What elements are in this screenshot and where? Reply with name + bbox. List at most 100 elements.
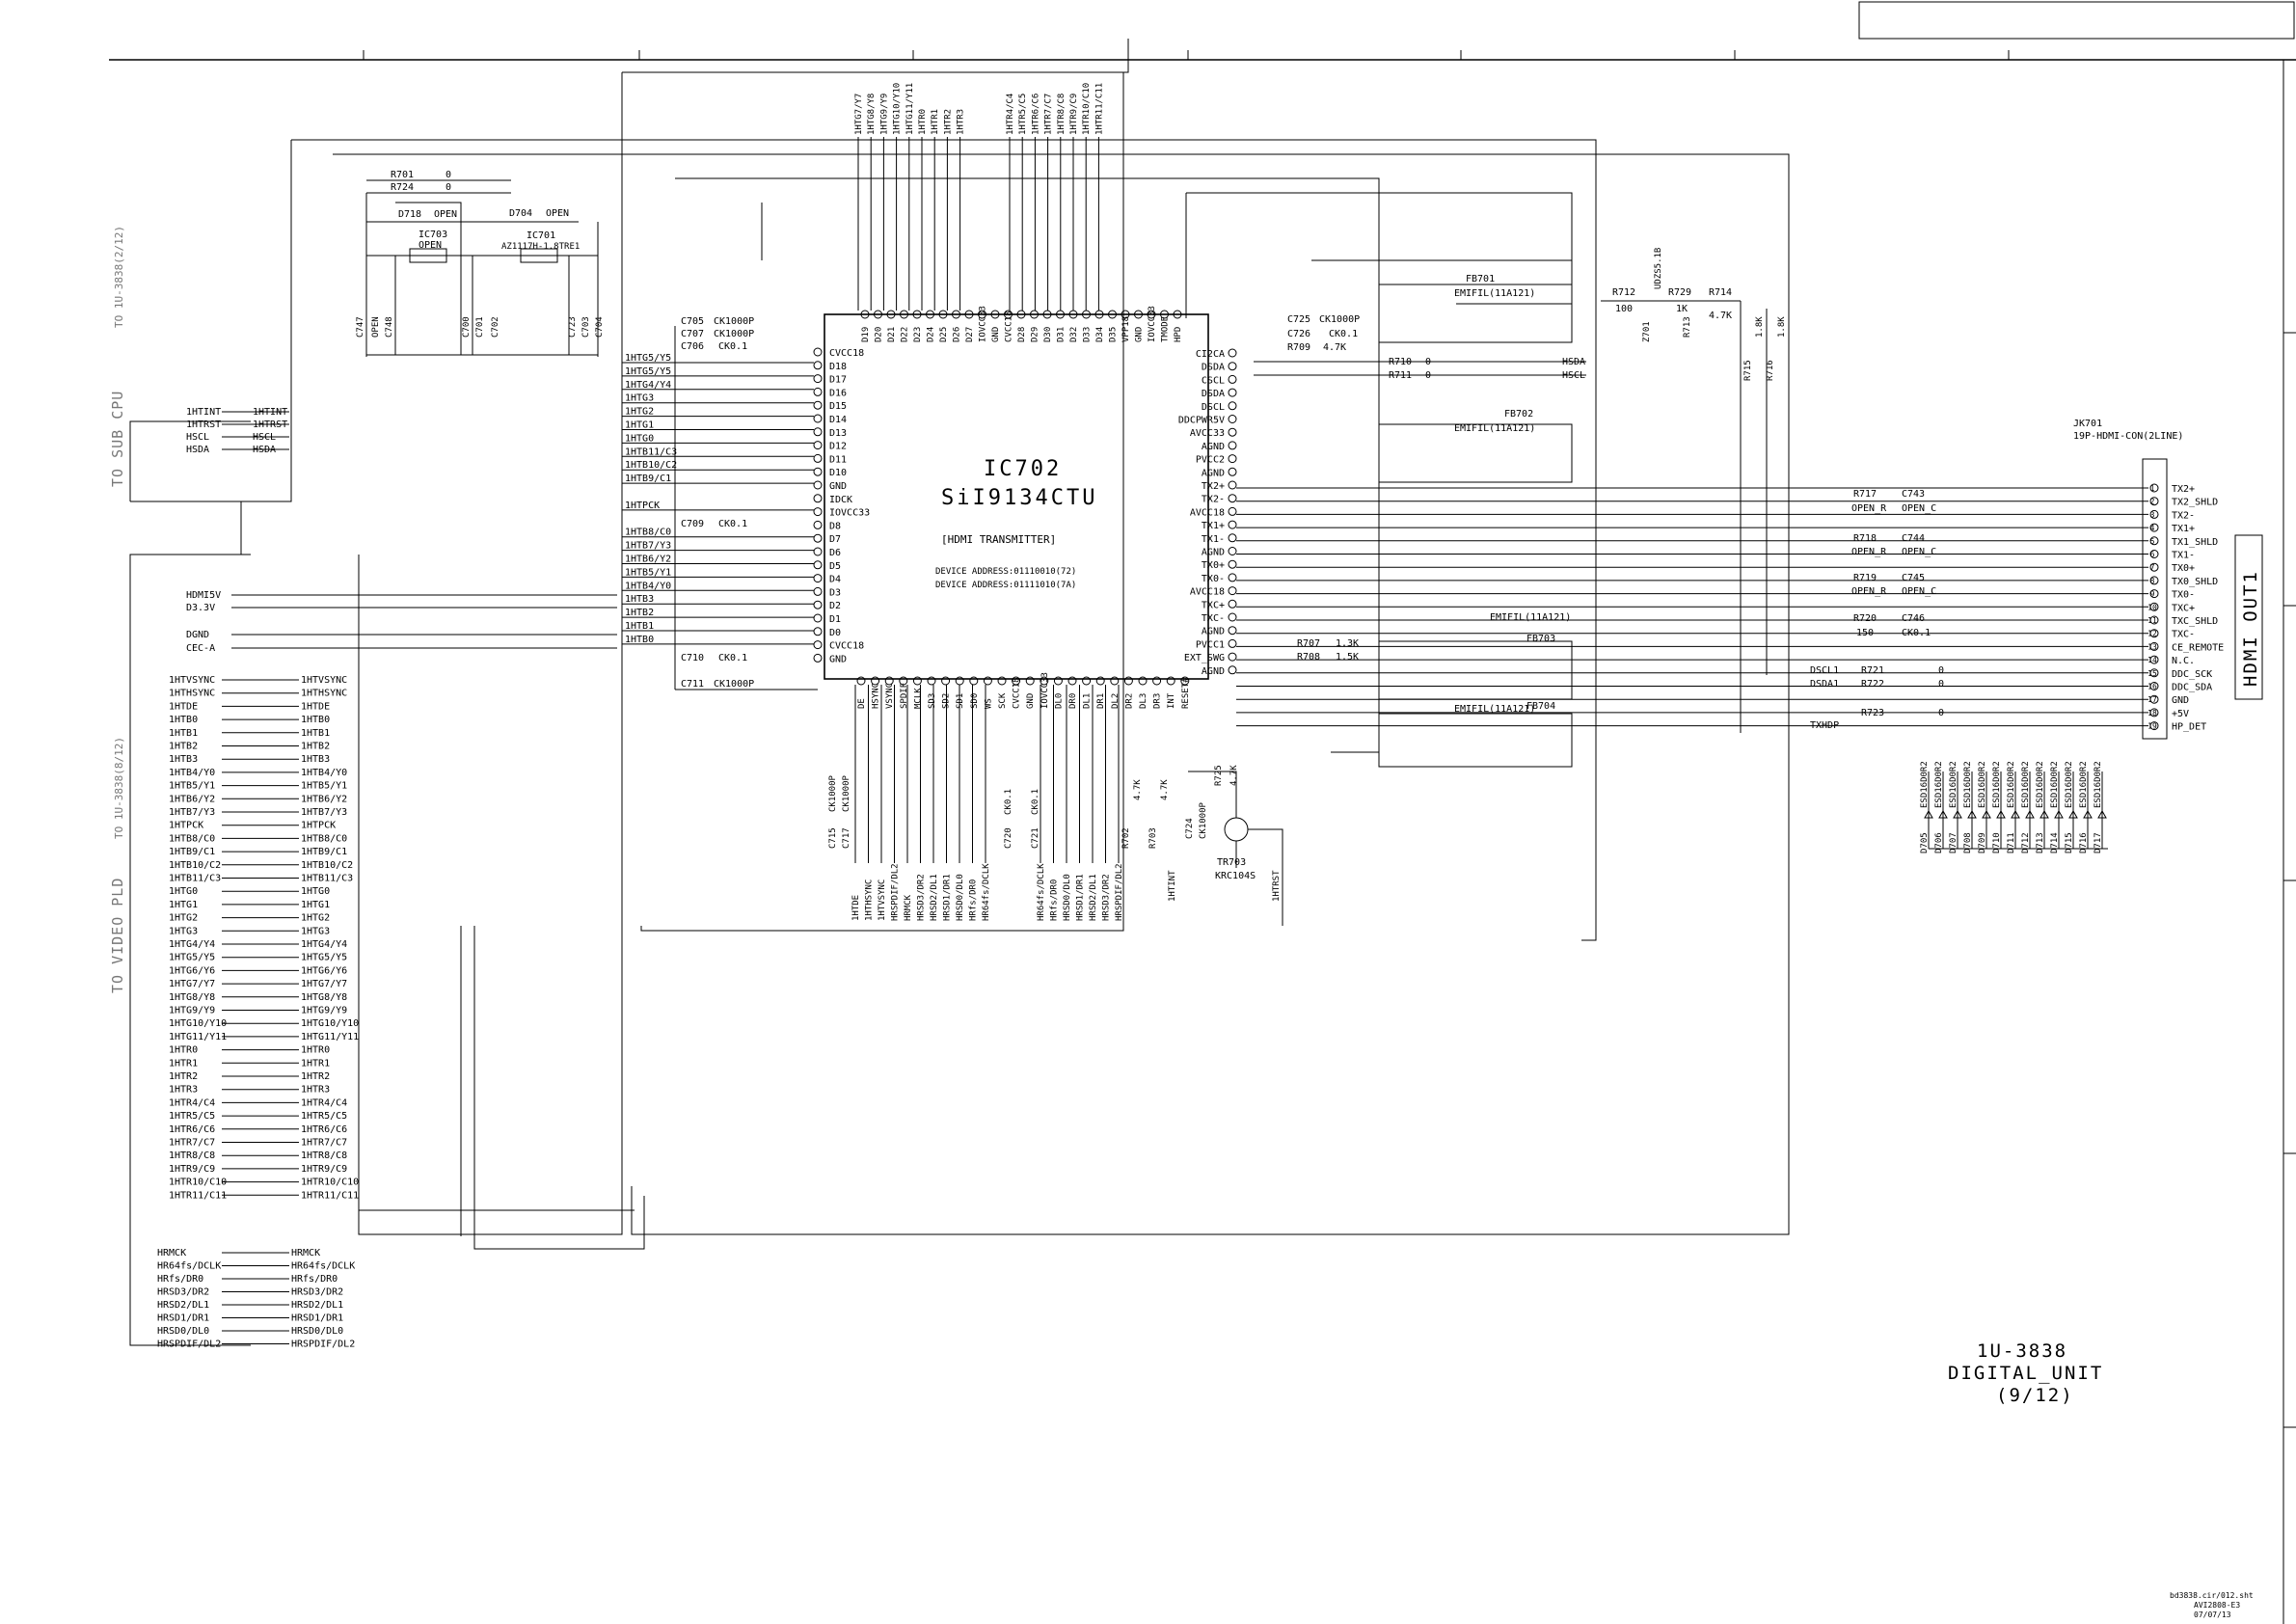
d718-label: D718 — [398, 209, 421, 220]
video-signal-left-label: 1HTR6/C6 — [169, 1124, 215, 1135]
chip-left-net-label: 1HTB6/Y2 — [625, 555, 671, 565]
audio-signal-right-label: HRSPDIF/DL2 — [291, 1340, 355, 1350]
hdmi-pin — [2149, 641, 2159, 651]
hdmi-pin — [2149, 576, 2159, 585]
chip-top-pin — [874, 310, 882, 319]
video-signal-right-label: 1HTG1 — [301, 900, 330, 910]
audio-signal-left-label: HRMCK — [157, 1248, 186, 1259]
chip-left-pin-label: D1 — [829, 614, 841, 625]
chip-right-pin — [1228, 559, 1237, 569]
video-signal-right-label: 1HTR5/C5 — [301, 1111, 347, 1122]
svg-text:C748: C748 — [385, 316, 394, 338]
hdmi-pin-number: 6 — [2150, 551, 2155, 559]
chip-right-pin — [1228, 388, 1237, 397]
chip-left-pin-label: D4 — [829, 575, 841, 585]
bottom-net-label: HRSD1/DR1 — [943, 874, 953, 921]
zener-ref-label: D705 — [1920, 832, 1930, 853]
chip-left-pin-label: D6 — [829, 548, 841, 558]
hdmi-pin-number: 11 — [2147, 616, 2157, 625]
hdmi-pin — [2149, 615, 2159, 625]
hdmi-pin-label: TX0+ — [2172, 563, 2195, 574]
power-signal-label: D3.3V — [186, 603, 215, 613]
chip-right-pin-label: CI2CA — [1196, 349, 1225, 360]
zener-ref-label: D714 — [2050, 832, 2060, 853]
chip-top-pin — [938, 310, 948, 319]
chip-bottom-pin-label: INT — [1167, 692, 1176, 709]
chip-right-pin-label: AGND — [1202, 442, 1225, 452]
chip-left-pin — [813, 520, 823, 529]
bottom-net-label: HRfs/DR0 — [969, 880, 979, 921]
audio-signal-left-label: HRSD1/DR1 — [157, 1313, 209, 1324]
top-net-label: 1HTR5/C5 — [1018, 94, 1028, 135]
chip-right-pin-label: TXC+ — [1202, 600, 1225, 610]
chip-bottom-pin — [1025, 676, 1035, 686]
chip-bottom-pin — [856, 676, 866, 686]
r719-value: OPEN_R — [1851, 586, 1887, 597]
chip-left-pin — [813, 400, 823, 410]
hdmi-pin — [2149, 536, 2159, 546]
fb703-label: FB703 — [1526, 634, 1555, 644]
chip-bottom-pin — [1040, 676, 1049, 686]
hdmi-pin-label: TXC_SHLD — [2172, 616, 2218, 627]
chip-left-net-label: 1HTB5/Y1 — [625, 567, 671, 578]
tr703-value: KRC104S — [1215, 871, 1256, 881]
chip-left-pin — [813, 467, 823, 476]
chip-left-net-label: 1HTB8/C0 — [625, 528, 671, 538]
chip-right-pin — [1228, 362, 1237, 371]
video-signal-left-label: 1HTB9/C1 — [169, 847, 215, 857]
hdmi-pin-number: 18 — [2147, 709, 2157, 717]
hdmi-pin-label: GND — [2172, 695, 2189, 706]
zener-ref-label: D706 — [1934, 832, 1944, 853]
esd-diode-array: ESD16D0R2D705ESD16D0R2D706ESD16D0R2D707E… — [1920, 761, 2108, 853]
chip-bottom-pin — [927, 676, 936, 686]
chip-left-pin-label: IDCK — [829, 495, 852, 505]
chip-left-pin-label: D7 — [829, 534, 841, 545]
chip-top-pin-label: D31 — [1057, 327, 1067, 342]
video-signal-left-label: 1HTR5/C5 — [169, 1111, 215, 1122]
top-net-label: 1HTR6/C6 — [1031, 94, 1040, 135]
r712-value: 100 — [1615, 304, 1633, 314]
fb701-label: FB701 — [1466, 274, 1495, 284]
chip-right-pin — [1228, 415, 1237, 423]
emifil1-label: EMIFIL(11A121) — [1454, 288, 1535, 299]
chip-left-pin — [813, 613, 823, 623]
chip-top-pin-label: D34 — [1095, 327, 1105, 342]
c711-value: CK1000P — [714, 679, 754, 690]
zener-diode-icon — [2039, 809, 2049, 819]
chip-left-pin — [813, 441, 823, 450]
chip-right-pin-label: AGND — [1202, 666, 1225, 677]
bottom-net-label: HRSD2/DL1 — [1089, 874, 1098, 921]
video-signal-right-label: 1HTG6/Y6 — [301, 965, 347, 976]
svg-text:C704: C704 — [595, 316, 605, 338]
footer-code: AVI2808-E3 — [2194, 1601, 2240, 1610]
chip-top-pin-label: D25 — [939, 327, 949, 342]
c709-label: C709 — [681, 519, 704, 529]
chip-left-pin — [813, 427, 823, 437]
hdmi-pin-number: 3 — [2150, 510, 2155, 519]
c720-value: CK0.1 — [1004, 789, 1013, 815]
chip-top-pin-label: D20 — [875, 327, 884, 342]
chip-top-pin-label: D33 — [1083, 327, 1093, 342]
to-sub-cpu-ref: TO 1U-3838(2/12) — [113, 226, 125, 328]
chip-bottom-pin — [1166, 676, 1175, 686]
hdmi-pin-label: CE_REMOTE — [2172, 642, 2224, 653]
video-signal-right-label: 1HTR8/C8 — [301, 1150, 347, 1161]
video-signal-left-label: 1HTB7/Y3 — [169, 807, 215, 818]
r716-value: 1.8K — [1777, 316, 1787, 338]
chip-bottom-pin-label: WS — [984, 698, 993, 709]
chip-bottom-pin-label: HSYNC — [872, 683, 881, 709]
cpu-signal-left-label: 1HTINT — [186, 407, 221, 418]
video-signal-left-label: 1HTB11/C3 — [169, 874, 221, 884]
top-net-label: 1HTR0 — [918, 109, 928, 135]
video-signal-left-label: 1HTG8/Y8 — [169, 992, 215, 1003]
zener-diode-icon — [1938, 809, 1948, 819]
chip-right-pin-label: AVCC33 — [1190, 428, 1225, 439]
bottom-net-label: HRSD3/DR2 — [917, 874, 927, 921]
hdmi-pin-number: 9 — [2150, 590, 2155, 599]
chip-top-pin — [1121, 310, 1130, 319]
hdmi-pin — [2149, 483, 2159, 493]
chip-bottom-pin — [1053, 676, 1063, 686]
chip-right-pin-label: TX0- — [1202, 574, 1225, 584]
